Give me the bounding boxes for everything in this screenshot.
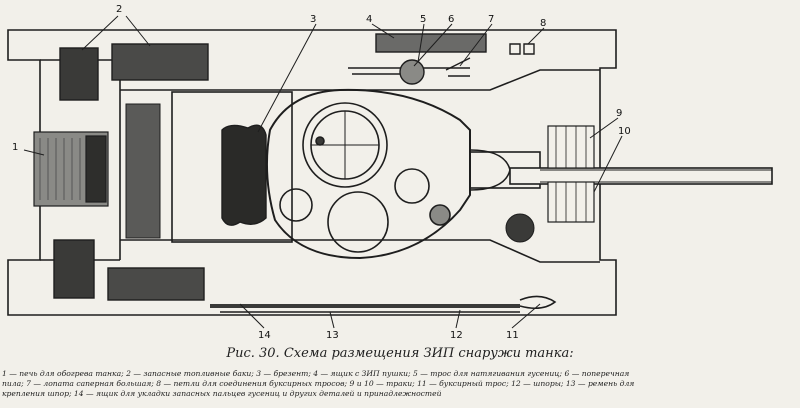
figure-caption: Рис. 30. Схема размещения ЗИП снаружи та…: [226, 346, 574, 361]
legend-line: пила; 7 — лопата саперная большая; 8 — п…: [2, 379, 635, 388]
engine-deck: [120, 69, 600, 263]
turret: [265, 88, 471, 260]
fuel-tank-top-left: [59, 47, 99, 101]
engine-grille-frame: [171, 91, 293, 243]
track-link-10: [547, 181, 595, 223]
fuel-tank-top-right: [111, 43, 209, 81]
callout-13: 13: [326, 330, 339, 341]
callout-11: 11: [506, 330, 519, 341]
engine-grille: [125, 103, 161, 239]
periscope-right: [394, 168, 430, 204]
gun-mantlet: [469, 149, 511, 191]
loader-hatch: [327, 191, 389, 253]
figure-legend: 1 — печь для обогрева танка; 2 — запасны…: [2, 369, 798, 399]
tow-loops: [509, 43, 535, 55]
callout-1: 1: [12, 142, 18, 153]
tarpaulin: [221, 124, 267, 226]
callout-6: 6: [448, 14, 454, 25]
callout-5: 5: [420, 14, 426, 25]
legend-line: крепления шпор; 14 — ящик для укладки за…: [2, 389, 442, 398]
legend-line: 1 — печь для обогрева танка; 2 — запасны…: [2, 369, 630, 378]
callout-3: 3: [310, 14, 316, 25]
track-link-9: [547, 125, 595, 169]
commander-cupola: [302, 102, 388, 188]
callout-14: 14: [258, 330, 271, 341]
fuel-tank-bottom-left: [53, 239, 95, 299]
callout-4: 4: [366, 14, 372, 25]
callout-7: 7: [488, 14, 494, 25]
towing-cable: [519, 295, 557, 310]
callout-8: 8: [540, 18, 546, 29]
shroud: [505, 213, 535, 243]
periscope-left: [279, 188, 313, 222]
tank-schematic: 1 2 3 4 5 6 7 8 9 10 11 12 13 14: [7, 4, 773, 341]
shovel: [445, 57, 471, 77]
gun-tool-box: [375, 33, 487, 53]
vent-cap: [429, 204, 451, 226]
fuel-tank-bottom-right: [107, 267, 205, 301]
callout-2: 2: [116, 4, 122, 15]
callout-12: 12: [450, 330, 463, 341]
saw: [399, 59, 425, 85]
callout-10: 10: [618, 126, 631, 137]
callout-9: 9: [616, 108, 622, 119]
